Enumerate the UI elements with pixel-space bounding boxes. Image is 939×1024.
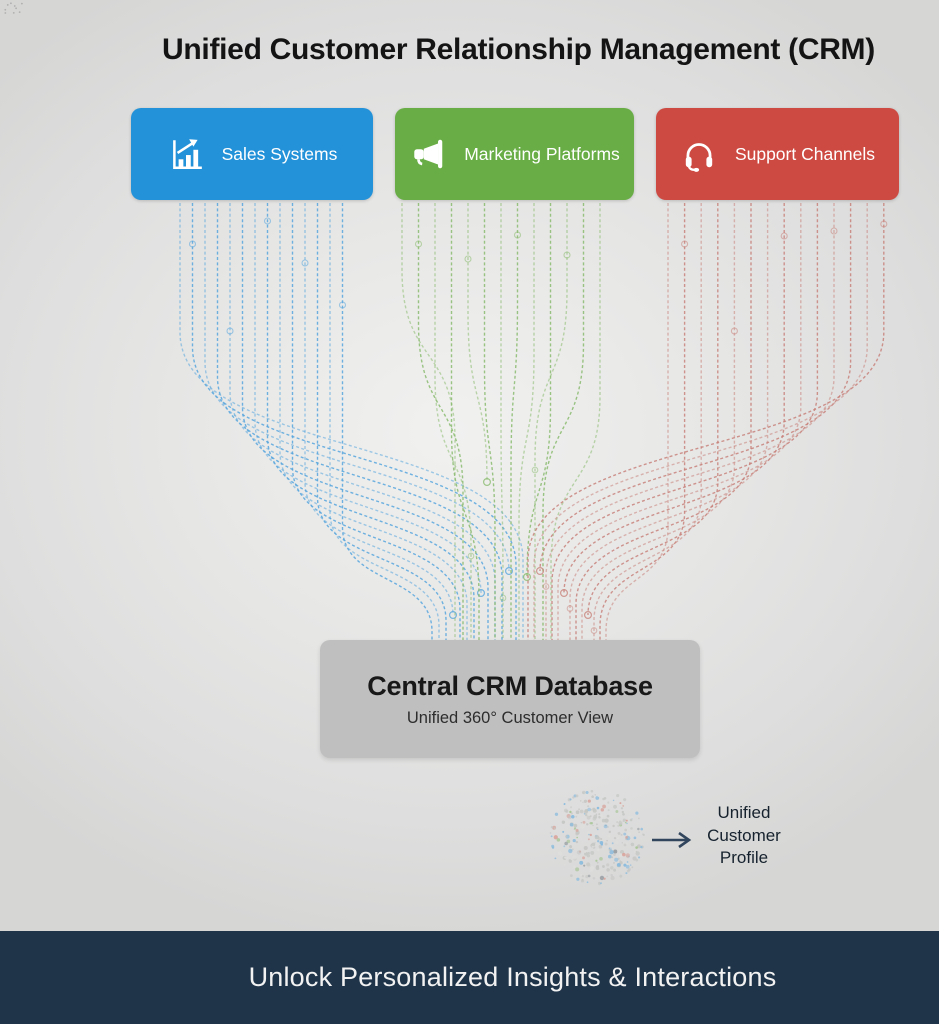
source-label-marketing-platforms: Marketing Platforms bbox=[464, 143, 620, 164]
bar-chart-icon bbox=[167, 135, 205, 173]
footer-banner: Unlock Personalized Insights & Interacti… bbox=[0, 931, 939, 1024]
source-label-sales-systems: Sales Systems bbox=[221, 143, 338, 164]
unified-profile-ball bbox=[549, 789, 645, 886]
profile-label-line2: Customer bbox=[707, 825, 781, 845]
page-title: Unified Customer Relationship Management… bbox=[162, 33, 875, 66]
central-crm-database-box[interactable]: Central CRM Database Unified 360° Custom… bbox=[320, 640, 700, 758]
source-box-sales-systems[interactable]: Sales Systems bbox=[131, 108, 373, 200]
database-subtitle: Unified 360° Customer View bbox=[406, 708, 614, 727]
megaphone-icon bbox=[409, 135, 447, 173]
source-row: Sales Systems Marketing Platforms Suppor… bbox=[0, 108, 939, 200]
right-arrow-icon bbox=[652, 831, 692, 849]
source-box-marketing-platforms[interactable]: Marketing Platforms bbox=[395, 108, 634, 200]
database-title: Central CRM Database bbox=[367, 670, 653, 701]
unified-customer-profile-label: Unified Customer Profile bbox=[697, 802, 791, 870]
headset-icon bbox=[680, 135, 718, 173]
profile-label-line3: Profile bbox=[719, 848, 769, 867]
profile-label-line1: Unified bbox=[717, 803, 771, 822]
footer-text: Unlock Personalized Insights & Interacti… bbox=[248, 962, 777, 992]
source-label-support-channels: Support Channels bbox=[734, 143, 876, 164]
source-box-support-channels[interactable]: Support Channels bbox=[656, 108, 899, 200]
